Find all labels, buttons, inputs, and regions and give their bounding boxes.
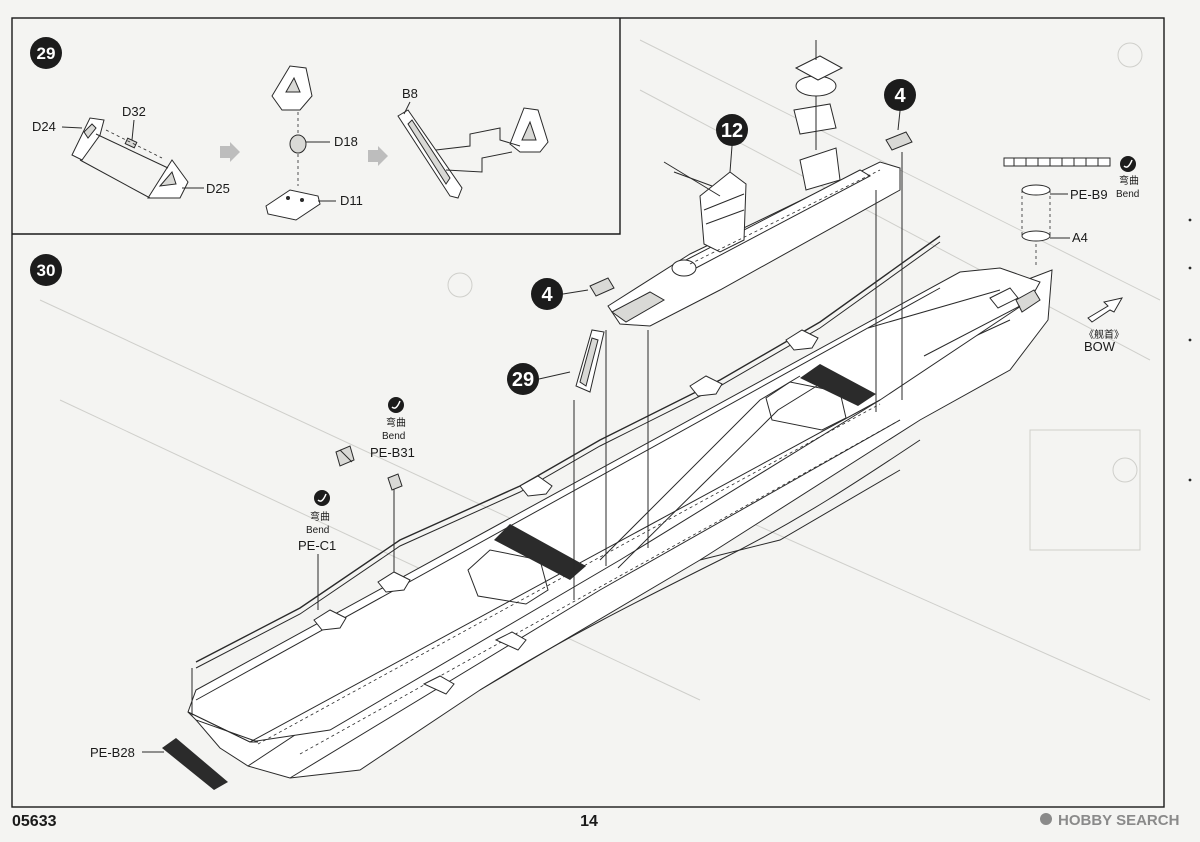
panel-frames — [11, 17, 1165, 808]
footer-page-number: 14 — [580, 813, 598, 830]
step-arrow-1 — [220, 142, 240, 162]
bow-label-en: BOW — [1084, 339, 1116, 354]
bend-label-cn-c1: 弯曲 — [310, 510, 330, 523]
bend-label-cn-b31: 弯曲 — [386, 416, 406, 429]
callout-badge-4-left: 4 — [531, 278, 589, 310]
callout-badge-29: 29 — [507, 363, 571, 395]
step-arrow-2 — [368, 146, 388, 166]
step-29-number: 29 — [37, 44, 56, 63]
part-label-d11: D11 — [340, 193, 363, 208]
part-label-d18: D18 — [334, 134, 358, 149]
bow-label-cn: 《舰首》 — [1084, 328, 1124, 341]
part-label-b8: B8 — [402, 86, 418, 101]
bracket-assembly-open — [71, 117, 189, 199]
bracket-stand-assembly — [265, 65, 321, 221]
bend-label-cn-top: 弯曲 — [1119, 174, 1139, 187]
part-label-pe-b9: PE-B9 — [1070, 187, 1108, 202]
bow-direction-arrow — [1087, 297, 1123, 323]
bend-icon-pe-b31 — [388, 397, 404, 413]
bend-label-en-top: Bend — [1116, 189, 1139, 200]
step-30-panel: 30 — [30, 40, 1139, 790]
footer-product-code: 05633 — [12, 813, 57, 830]
step-29-panel: 29 D24 D32 D25 — [30, 37, 549, 221]
watermark-text: HOBBY SEARCH — [1058, 812, 1179, 829]
bend-icon-top — [1120, 156, 1136, 172]
assembly-guide-lines — [191, 152, 903, 716]
bend-label-en-b31: Bend — [382, 431, 405, 442]
step-30-number: 30 — [37, 261, 56, 280]
deck-netting — [162, 364, 876, 790]
gun-tubs — [313, 329, 819, 695]
watermark-logo: HOBBY SEARCH — [1040, 812, 1179, 829]
bend-label-en-c1: Bend — [306, 525, 329, 536]
part-label-pe-c1: PE-C1 — [298, 538, 336, 553]
part-label-pe-b31: PE-B31 — [370, 445, 415, 460]
step-30-badge: 30 — [30, 254, 62, 286]
edge-marks — [1188, 218, 1192, 482]
part-label-pe-b28: PE-B28 — [90, 745, 135, 760]
bow-section — [867, 287, 1041, 357]
part-label-d24: D24 — [32, 119, 56, 134]
page-footer: 05633 14 HOBBY SEARCH — [12, 812, 1179, 830]
pe-b9-a4-parts — [1003, 157, 1111, 268]
part-label-d32: D32 — [122, 104, 146, 119]
callout-number-29: 29 — [512, 369, 534, 391]
part-label-d25: D25 — [206, 181, 230, 196]
b8-rail-assembly — [397, 107, 549, 199]
step-29-badge: 29 — [30, 37, 62, 69]
callout-number-4-left: 4 — [541, 284, 553, 306]
callout-number-12: 12 — [721, 120, 743, 142]
part-label-a4: A4 — [1072, 230, 1088, 245]
pe-b31-part — [335, 445, 403, 491]
callout-number-4-right: 4 — [894, 85, 906, 107]
island-pe-parts — [575, 131, 913, 393]
callout-badge-4-right: 4 — [884, 79, 916, 131]
bend-icon-pe-c1 — [314, 490, 330, 506]
callout-badge-12: 12 — [716, 114, 748, 173]
island-superstructure — [607, 40, 901, 327]
flight-deck — [187, 267, 1041, 743]
